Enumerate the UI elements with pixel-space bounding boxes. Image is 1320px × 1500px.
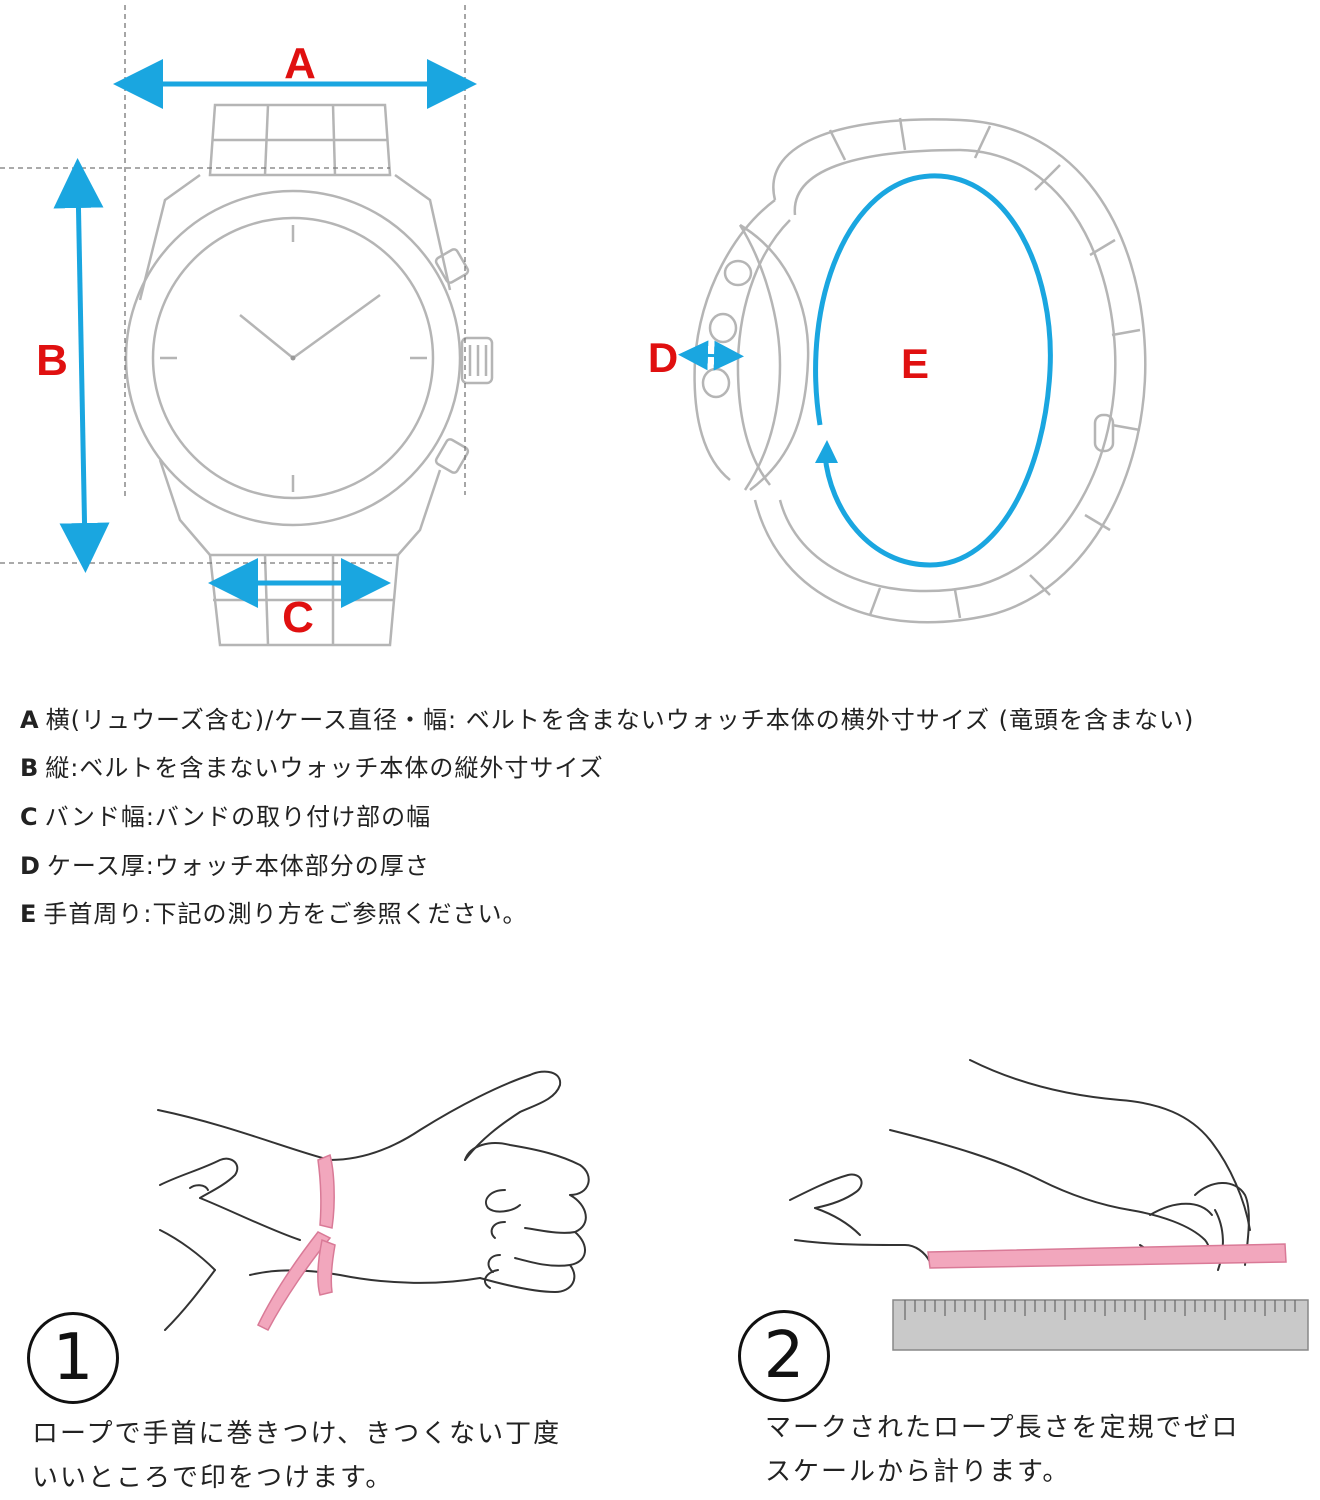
legend-text: 横(リュウーズ含む)/ケース直径・幅: ベルトを含まないウォッチ本体の横外寸サイ… [45, 706, 1195, 734]
watch-front-illustration [124, 103, 494, 647]
label-d: D [648, 334, 678, 381]
legend-key: B [20, 754, 40, 782]
legend-text: バンド幅:バンドの取り付け部の幅 [44, 803, 432, 831]
label-e: E [901, 340, 929, 387]
step-1-number: 1 [27, 1312, 119, 1404]
legend-text: 手首周り:下記の測り方をご参照ください。 [43, 900, 528, 928]
step-2-line-2: スケールから計ります。 [765, 1457, 1071, 1487]
legend-key: D [20, 852, 41, 880]
legend-key: A [20, 706, 40, 734]
rope-pink-straight [927, 1243, 1287, 1269]
step-1-line-1: ロープで手首に巻きつけ、きつくない丁度 [32, 1419, 562, 1449]
legend-key: E [20, 900, 38, 928]
dimension-d-arrow [678, 340, 744, 371]
legend-text: 縦:ベルトを含まないウォッチ本体の縦外寸サイズ [45, 754, 604, 782]
step-2-text: マークされたロープ長さを定規でゼロ スケールから計ります。 [765, 1406, 1239, 1494]
dimension-b-arrow [53, 158, 110, 573]
label-b: B [36, 336, 68, 385]
step-2-line-1: マークされたロープ長さを定規でゼロ [765, 1413, 1240, 1443]
loop-arrowhead [815, 440, 838, 463]
rope-pink [257, 1153, 336, 1331]
legend-text: ケース厚:ウォッチ本体部分の厚さ [46, 852, 430, 880]
step-1-text: ロープで手首に巻きつけ、きつくない丁度 いいところで印をつけます。 [32, 1412, 561, 1500]
step-1-line-2: いいところで印をつけます。 [32, 1463, 394, 1493]
wrist-circumference-loop [813, 173, 1053, 568]
hand-wrap-illustration [157, 1070, 590, 1331]
label-a: A [284, 39, 316, 88]
dimension-guides [0, 5, 466, 564]
step-2-number: 2 [738, 1310, 830, 1402]
legend-key: C [20, 803, 39, 831]
ruler [892, 1299, 1309, 1351]
dial-center-dot [290, 355, 296, 361]
hand-ruler-illustration [789, 1059, 1251, 1271]
label-c: C [282, 593, 314, 642]
